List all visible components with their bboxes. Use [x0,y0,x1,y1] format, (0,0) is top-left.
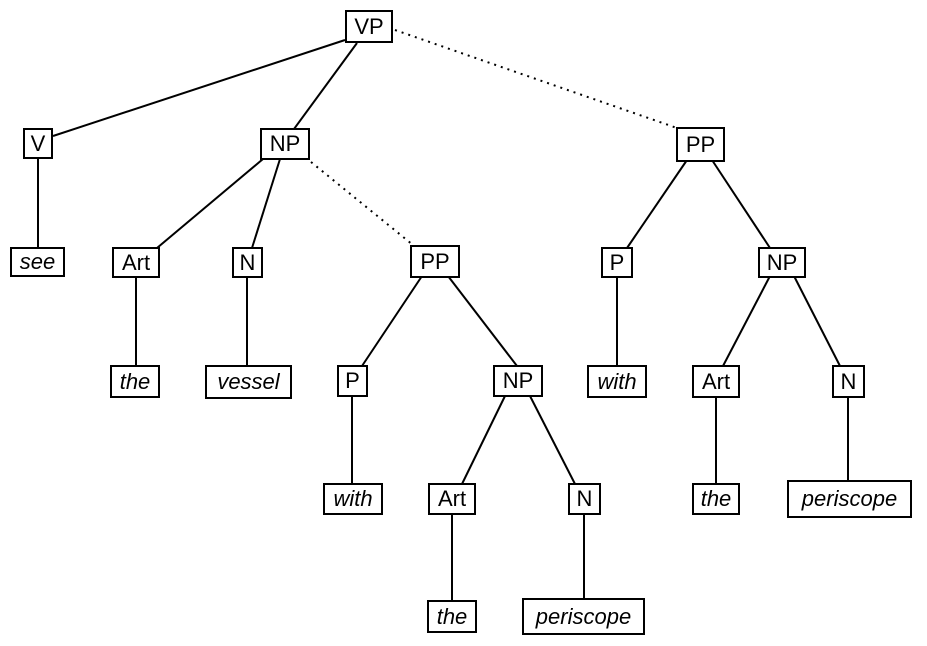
edge-ppright-p [626,159,688,249]
node-the-mid: the [427,600,477,633]
node-the-right: the [692,483,740,515]
node-see: see [10,247,65,277]
node-art-mid: Art [428,483,476,515]
node-np-left: NP [260,128,310,160]
edge-vp-np [293,42,358,130]
node-n-mid: N [568,483,601,515]
edge-ppmid-p [361,275,423,367]
node-np-mid: NP [493,365,543,397]
edge-np-pp-dotted [310,161,414,246]
node-periscope-right: periscope [787,480,912,518]
node-p-mid: P [337,365,368,397]
node-vessel: vessel [205,365,292,399]
edge-npright-n [793,275,841,367]
edge-ppmid-np [447,275,518,367]
node-periscope-mid: periscope [522,598,645,635]
edge-ppright-np [711,159,771,249]
edge-npmid-art [461,395,506,485]
node-n-left: N [232,247,263,278]
node-art-right: Art [692,365,740,398]
node-np-right: NP [758,247,806,278]
node-n-right: N [832,365,865,398]
edge-npright-art [722,275,771,367]
edge-np-art [156,158,264,249]
edge-vp-pp-dotted [394,29,678,129]
edge-np-n [251,158,281,249]
node-art-left: Art [112,247,160,278]
node-with-mid: with [323,483,383,515]
node-v: V [23,128,53,159]
node-pp-right: PP [676,127,725,162]
node-pp-mid: PP [410,245,460,278]
node-p-right: P [601,247,633,278]
node-with-right: with [587,365,647,398]
node-the-left: the [110,365,160,398]
edge-npmid-n [529,395,576,485]
node-vp: VP [345,10,393,43]
edge-vp-v [52,39,346,137]
